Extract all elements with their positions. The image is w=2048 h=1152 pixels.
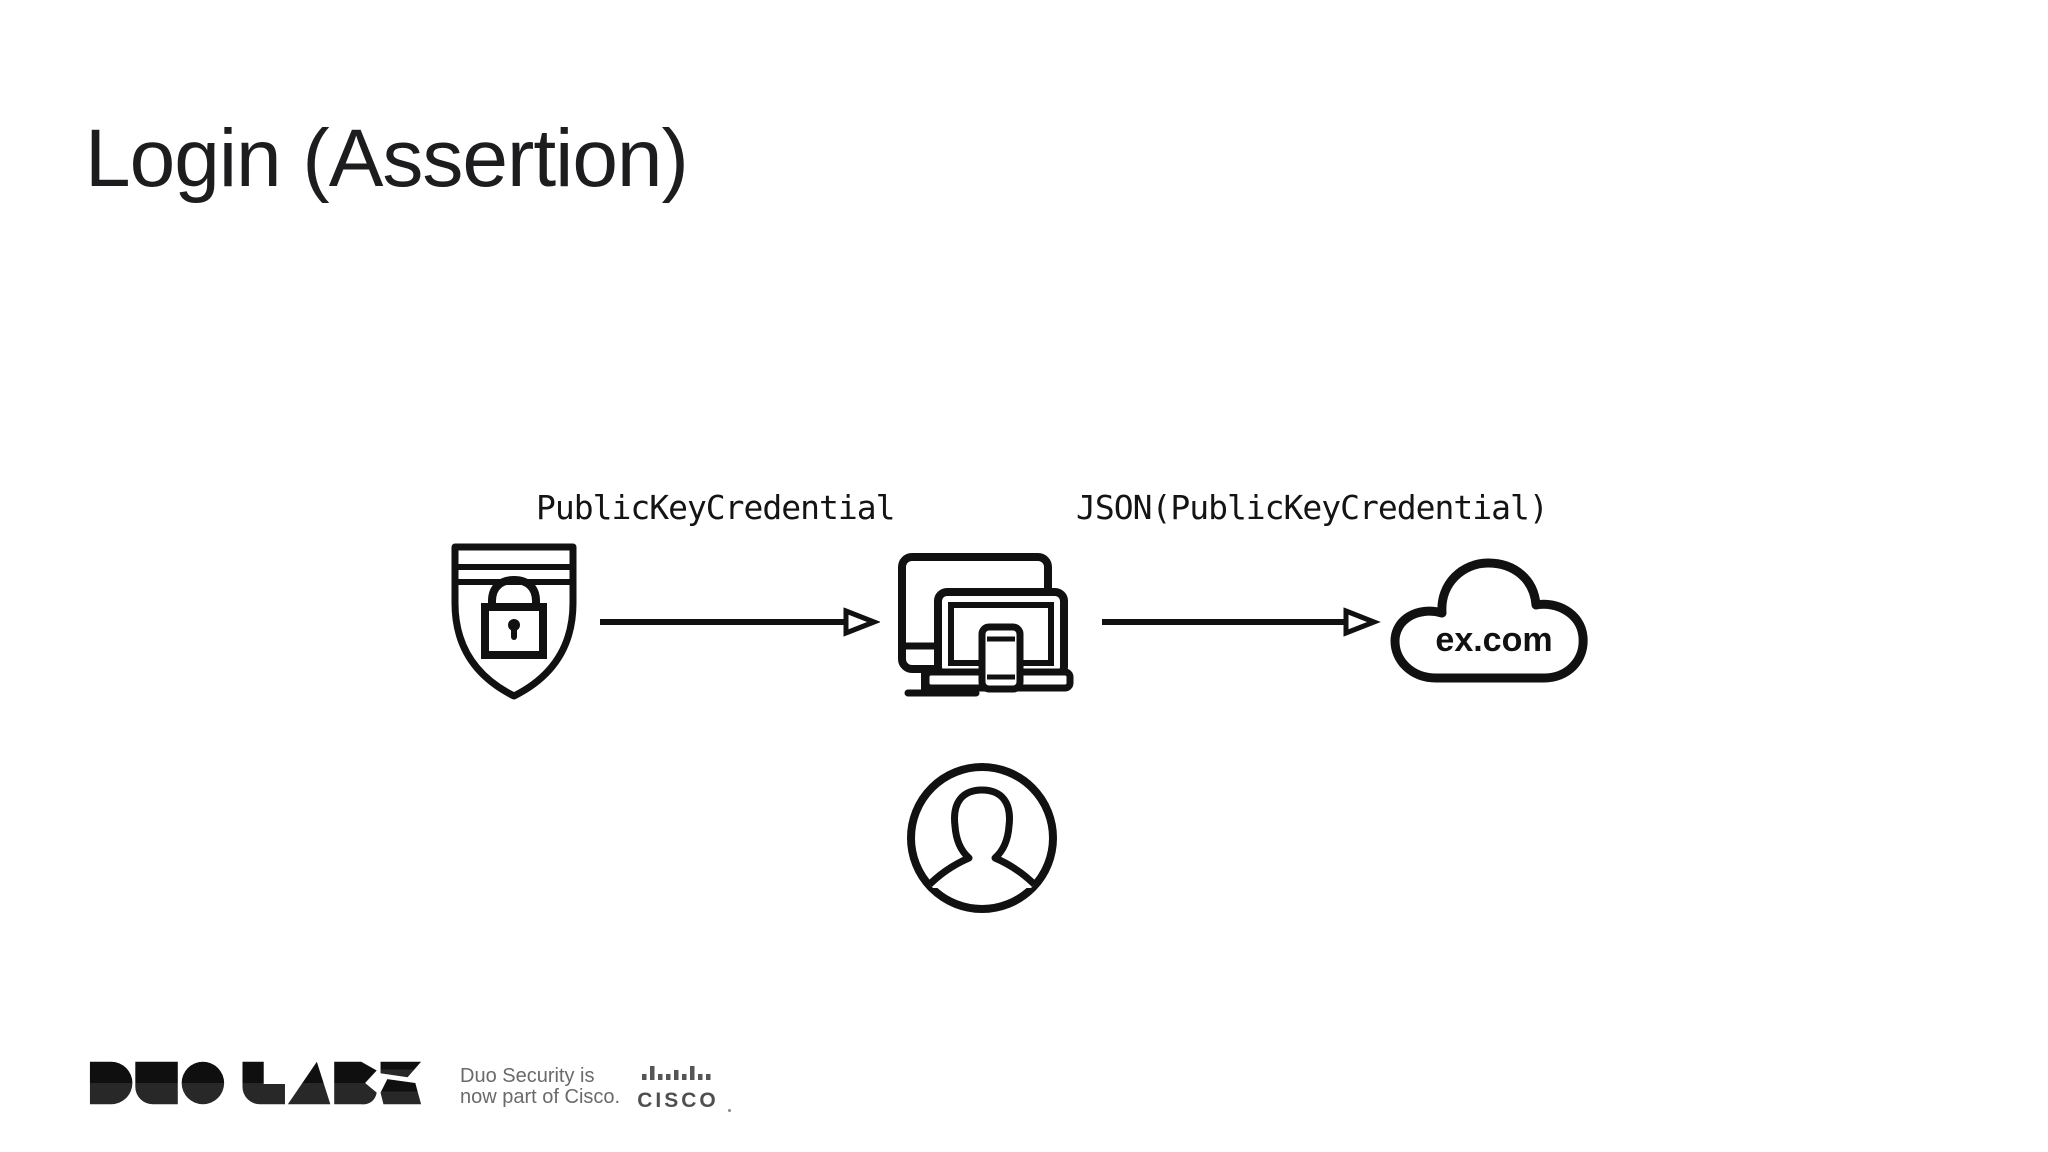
cisco-tagline: Duo Security is now part of Cisco. <box>460 1066 620 1108</box>
cisco-bridge-bars-icon <box>642 1066 711 1080</box>
arrow-right-icon <box>1102 607 1381 637</box>
cloud-domain-label: ex.com <box>1435 621 1553 659</box>
person-icon <box>907 763 1057 913</box>
tagline-line2: now part of Cisco. <box>460 1086 621 1108</box>
tagline-line1: Duo Security is <box>460 1065 595 1087</box>
shield-lock-icon <box>451 543 577 700</box>
flow2-label: JSON(PublicKeyCredential) <box>1076 488 1549 527</box>
arrow-right-icon <box>600 607 880 637</box>
duo-labs-logo <box>89 1061 422 1105</box>
devices-icon <box>898 553 1074 697</box>
cloud-icon <box>1390 558 1588 683</box>
cisco-wordmark: CISCO <box>637 1089 719 1112</box>
flow1-label: PublicKeyCredential <box>536 488 895 527</box>
page-title: Login (Assertion) <box>85 113 689 204</box>
cisco-logo: CISCO <box>633 1062 731 1113</box>
trademark-dot <box>728 1109 731 1112</box>
cisco-logo-text: CISCO <box>633 1089 731 1113</box>
